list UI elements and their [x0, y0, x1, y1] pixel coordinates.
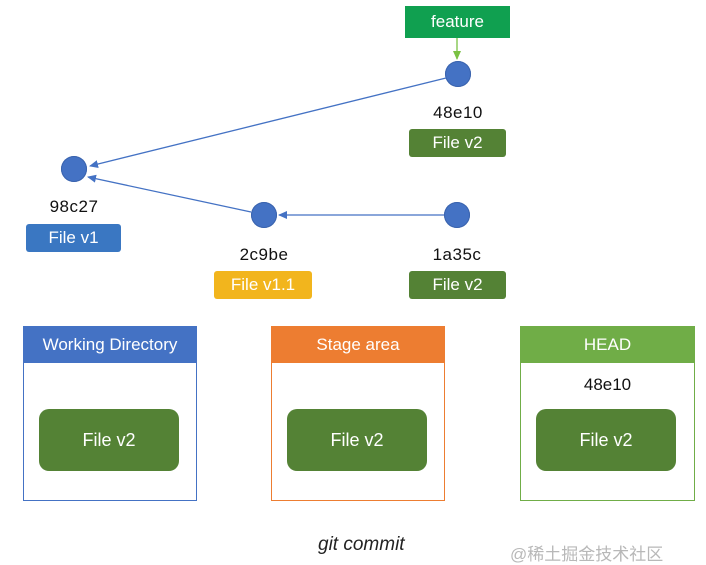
commit-hash-48e10: 48e10: [433, 103, 483, 122]
commit-file-48e10: File v2: [409, 129, 506, 157]
feature-branch-label: feature: [405, 6, 510, 38]
commit-node-98c27[interactable]: [61, 156, 87, 182]
stage-area-file: File v2: [287, 409, 427, 471]
stage-area-panel: Stage area File v2: [271, 326, 445, 501]
caption: git commit: [318, 534, 405, 555]
commit-node-1a35c[interactable]: [444, 202, 470, 228]
commit-hash-98c27: 98c27: [49, 197, 99, 216]
stage-area-title: Stage area: [272, 327, 444, 363]
commit-hash-2c9be: 2c9be: [239, 245, 289, 264]
edge-2c9be-to-98c27: [87, 174, 252, 213]
head-panel: HEAD 48e10 File v2: [520, 326, 695, 501]
commit-file-2c9be: File v1.1: [214, 271, 312, 299]
working-directory-file: File v2: [39, 409, 179, 471]
commit-node-48e10[interactable]: [445, 61, 471, 87]
head-title: HEAD: [521, 327, 694, 363]
watermark: @稀土掘金技术社区: [510, 545, 664, 564]
commit-hash-1a35c: 1a35c: [432, 245, 482, 264]
working-directory-panel: Working Directory File v2: [23, 326, 197, 501]
edge-48e10-to-98c27: [89, 77, 447, 168]
working-directory-title: Working Directory: [24, 327, 196, 363]
head-commit-hash: 48e10: [583, 375, 632, 394]
commit-file-98c27: File v1: [26, 224, 121, 252]
commit-file-1a35c: File v2: [409, 271, 506, 299]
commit-node-2c9be[interactable]: [251, 202, 277, 228]
head-file: File v2: [536, 409, 676, 471]
